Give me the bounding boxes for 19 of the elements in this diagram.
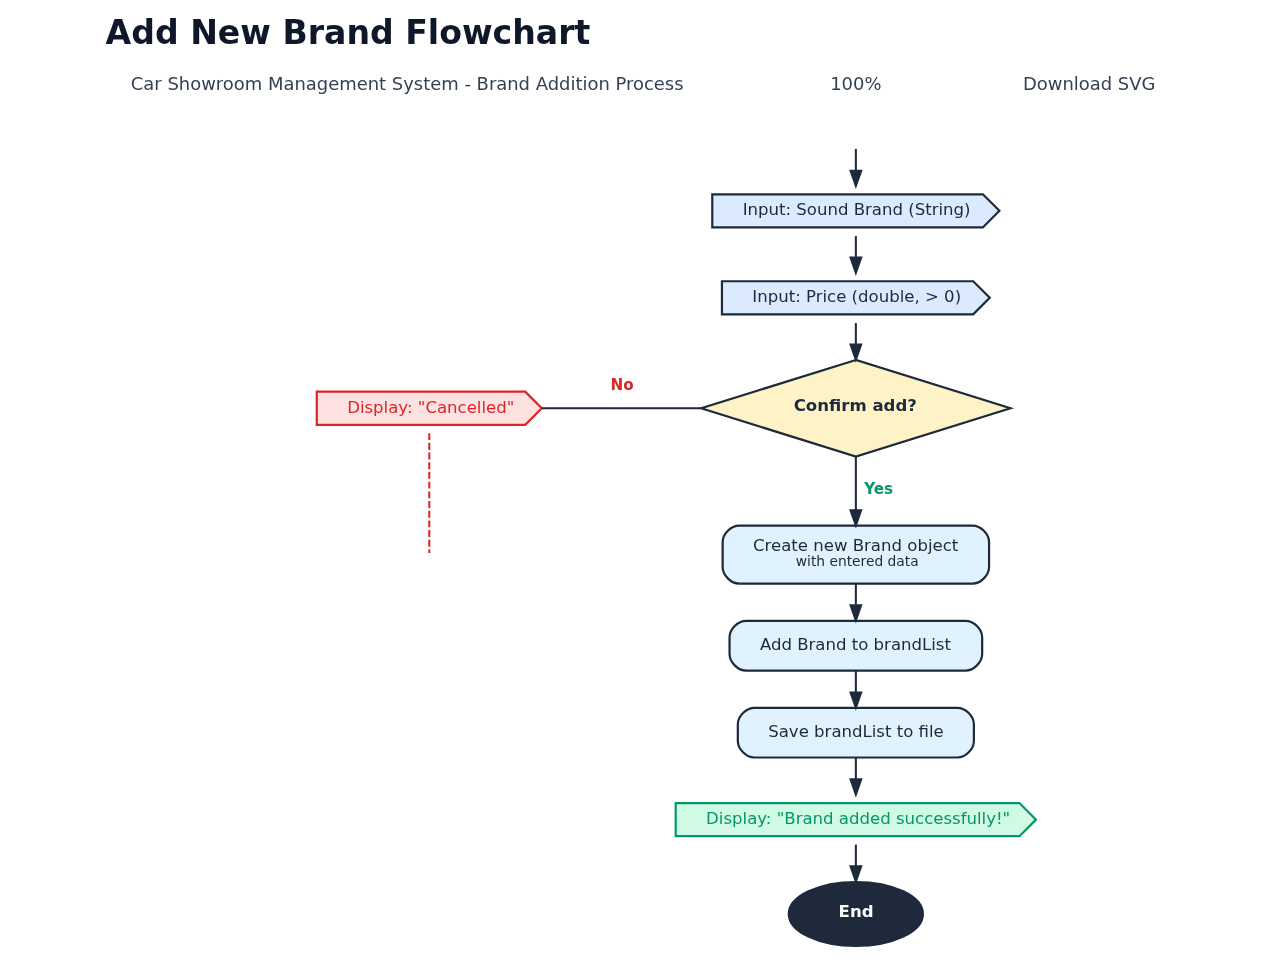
label: Car Showroom Management System - Brand Addition Process bbox=[130, 73, 684, 95]
node-box: Save brandList to file bbox=[736, 706, 975, 759]
label: Download SVG bbox=[1022, 73, 1155, 95]
connector bbox=[541, 407, 701, 410]
arrow bbox=[848, 583, 863, 624]
arrow bbox=[848, 456, 863, 529]
arrow bbox=[848, 148, 863, 190]
edge-label: No bbox=[609, 376, 634, 395]
edge-label: Yes bbox=[863, 479, 893, 498]
diagram-title: Add New Brand Flowchart bbox=[105, 13, 590, 53]
connector bbox=[427, 433, 430, 553]
node-box: Add Brand to brandList bbox=[727, 619, 983, 672]
arrow bbox=[848, 757, 863, 798]
arrow bbox=[848, 236, 863, 276]
node-ellipse: End bbox=[787, 880, 924, 948]
node-box: Create new Brand object with entered data bbox=[721, 524, 990, 585]
arrow bbox=[848, 671, 863, 711]
label: 100% bbox=[829, 73, 881, 95]
arrow bbox=[848, 323, 863, 363]
